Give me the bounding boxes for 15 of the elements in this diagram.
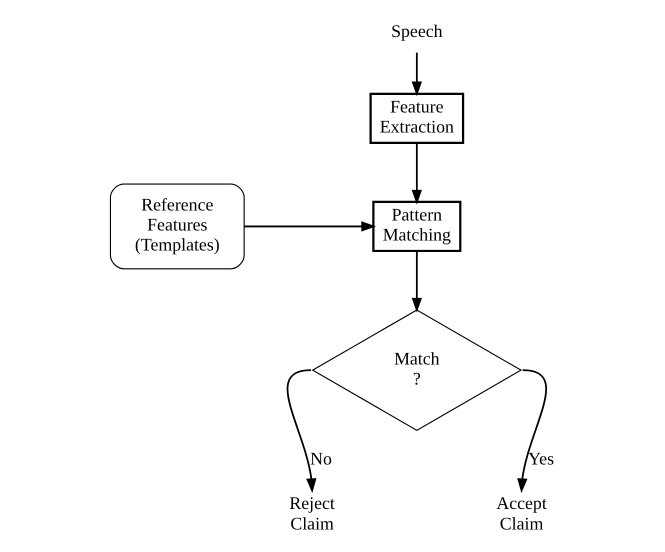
node-box: Pattern Matching — [372, 200, 461, 252]
node-text: Accept Claim — [496, 493, 546, 534]
arrow — [516, 369, 546, 494]
node-text: Speech — [390, 20, 442, 41]
node-text: Reject Claim — [288, 493, 334, 534]
arrow — [411, 52, 422, 96]
arrow — [411, 142, 422, 205]
node-diamond: Match ? — [311, 309, 522, 431]
edge-label: No — [310, 448, 332, 469]
arrow — [244, 221, 376, 232]
arrow — [286, 369, 316, 494]
node-box: Feature Extraction — [368, 92, 464, 144]
arrow — [411, 251, 422, 313]
edge-label: Yes — [528, 448, 554, 469]
node-box: Reference Features (Templates) — [109, 184, 244, 270]
